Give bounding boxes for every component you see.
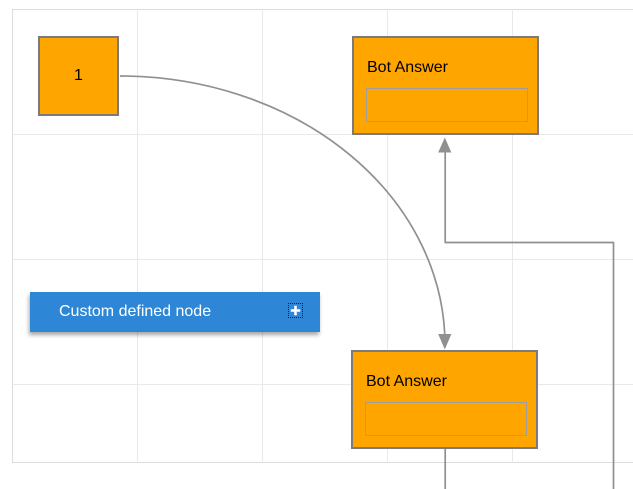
bot-answer-bottom-title: Bot Answer [366,373,447,390]
orthogonal-connector[interactable] [444,152,615,489]
canvas-border [12,9,633,463]
custom-defined-node[interactable]: Custom defined node [30,292,320,332]
custom-node-label: Custom defined node [59,303,212,320]
bot-answer-node-top[interactable]: Bot Answer [352,36,539,135]
orthogonal-connector-arrowhead [438,137,452,153]
bot-answer-top-title: Bot Answer [367,59,448,76]
curved-connector-arrowhead [438,334,452,350]
bot-answer-top-textbox[interactable] [366,88,528,122]
plus-icon [290,305,301,316]
node-1[interactable]: 1 [38,36,119,116]
add-port-button[interactable] [288,303,303,318]
grid-vertical-lines [137,9,513,463]
node-1-label: 1 [74,67,83,84]
bot-answer-node-bottom[interactable]: Bot Answer [351,350,538,449]
curved-connector[interactable] [119,75,446,346]
bot-answer-bottom-textbox[interactable] [365,402,527,436]
grid-horizontal-lines [12,134,633,385]
